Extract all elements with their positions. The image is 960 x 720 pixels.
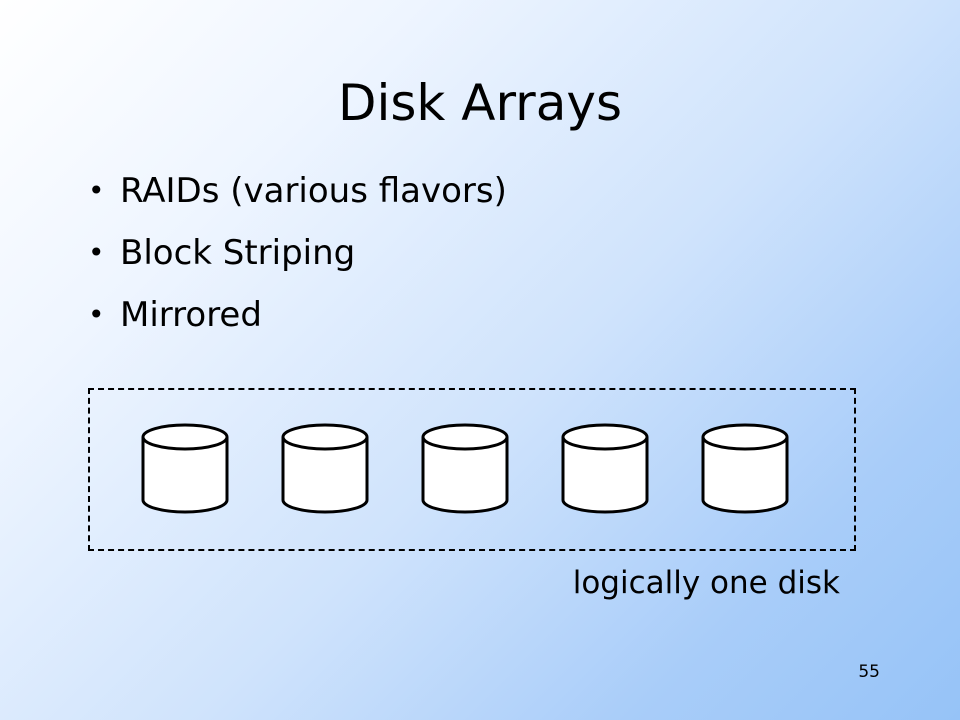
disk-body — [421, 437, 509, 514]
disk-body — [281, 437, 369, 514]
bullet-item: • RAIDs (various flavors) — [88, 160, 507, 222]
disk-icon — [421, 423, 509, 514]
bullet-list: • RAIDs (various flavors) • Block Striping… — [88, 160, 507, 346]
bullet-item: • Block Striping — [88, 222, 507, 284]
slide-title: Disk Arrays — [337, 74, 622, 132]
disk-top — [561, 423, 649, 451]
bullet-dot-icon: • — [88, 298, 105, 331]
disk-array-box — [88, 388, 856, 551]
bullet-text: RAIDs (various flavors) — [120, 171, 507, 211]
bullet-dot-icon: • — [88, 174, 105, 207]
disk-body — [141, 437, 229, 514]
disk-top — [701, 423, 789, 451]
page-number: 55 — [858, 662, 880, 682]
bullet-text: Mirrored — [120, 295, 262, 335]
bullet-item: • Mirrored — [88, 284, 507, 346]
disk-top — [281, 423, 369, 451]
array-caption: logically one disk — [572, 565, 840, 601]
disk-body — [561, 437, 649, 514]
disk-icon — [701, 423, 789, 514]
bullet-text: Block Striping — [120, 233, 356, 273]
bullet-dot-icon: • — [88, 236, 105, 269]
disk-icon — [561, 423, 649, 514]
disk-top — [421, 423, 509, 451]
disk-icon — [281, 423, 369, 514]
disk-icon — [141, 423, 229, 514]
disk-body — [701, 437, 789, 514]
disk-top — [141, 423, 229, 451]
